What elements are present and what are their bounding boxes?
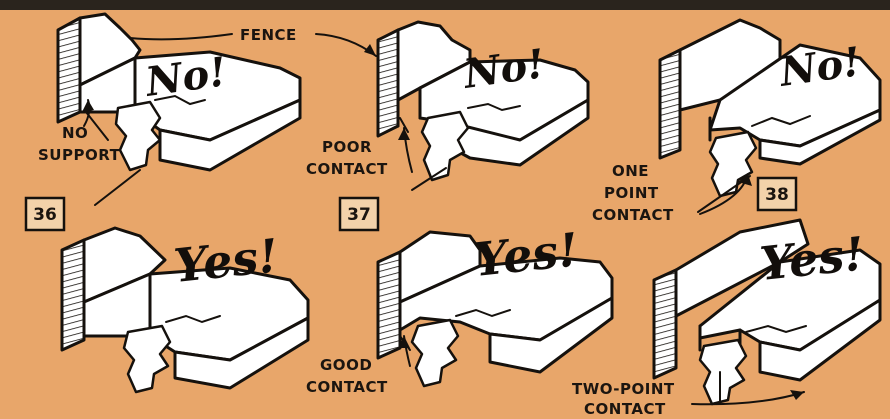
poor-contact-label-line2: CONTACT xyxy=(306,160,388,178)
fence-label: FENCE xyxy=(240,26,297,44)
one-point-label-line1: ONE xyxy=(612,162,649,180)
one-point-label-line2: POINT xyxy=(604,184,659,202)
panel-38-number-badge: 38 xyxy=(758,178,796,210)
panel-37-number-badge: 37 xyxy=(340,198,378,230)
good-contact-label-line1: GOOD xyxy=(320,356,372,374)
panel-36-bottom-verdict: Yes! xyxy=(172,228,281,293)
one-point-label-line3: CONTACT xyxy=(592,206,674,224)
fence-arrow-left xyxy=(130,34,232,39)
panel-37-bottom-verdict: Yes! xyxy=(472,222,581,287)
top-strip xyxy=(0,0,890,10)
two-point-label-line2: CONTACT xyxy=(584,400,666,418)
panel-36-number-badge: 36 xyxy=(26,198,64,230)
no-support-label-line1: NO xyxy=(62,124,88,142)
good-contact-label-line2: CONTACT xyxy=(306,378,388,396)
two-point-label-line1: TWO-POINT xyxy=(572,380,675,398)
panel-37-number: 37 xyxy=(347,205,371,225)
panel-38-number: 38 xyxy=(765,185,789,205)
poor-contact-label-line1: POOR xyxy=(322,138,372,156)
no-support-label-line2: SUPPORT xyxy=(38,146,121,164)
panel-36-number: 36 xyxy=(33,205,57,225)
panel-38-bottom-verdict: Yes! xyxy=(758,226,867,291)
